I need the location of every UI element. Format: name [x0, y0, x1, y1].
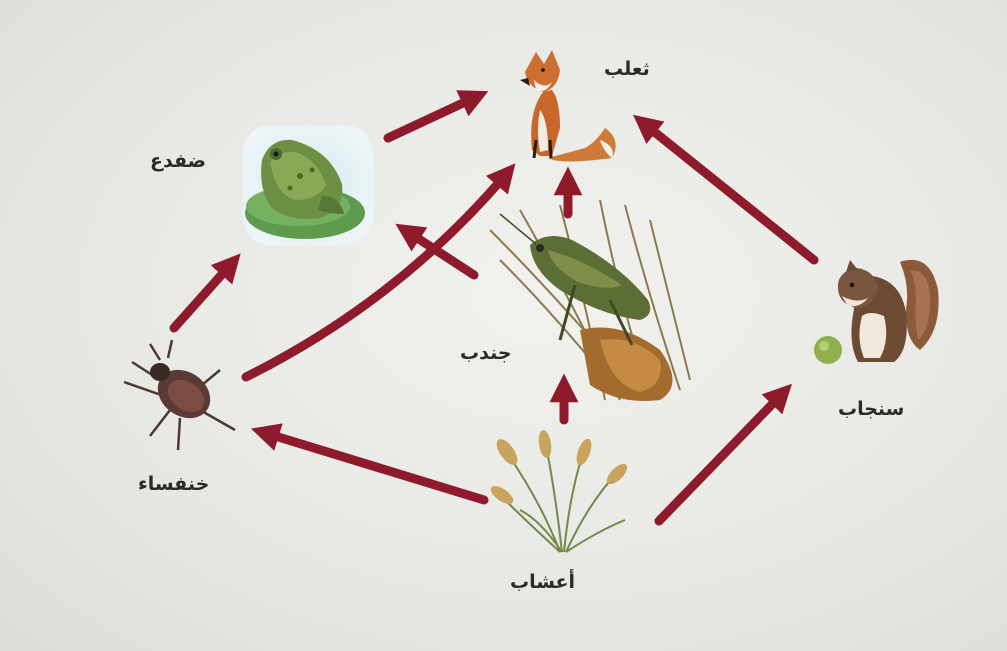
- arrow-grass-to-beetle: [262, 432, 484, 500]
- grasshopper-icon: [490, 200, 690, 401]
- squirrel-icon: [814, 260, 939, 364]
- grasshopper-label: جندب: [460, 342, 512, 364]
- grass-label: أعشاب: [510, 571, 575, 593]
- beetle-icon: [124, 340, 235, 450]
- frog-label: ضفدع: [150, 150, 206, 172]
- beetle-label: خنفساء: [138, 473, 209, 495]
- frog-icon: [243, 125, 373, 245]
- fox-icon: [520, 50, 616, 162]
- arrow-grass-to-squirrel: [659, 392, 784, 521]
- arrow-squirrel-to-fox: [642, 122, 814, 260]
- grass-icon: [488, 429, 631, 552]
- arrow-frog-to-fox: [388, 96, 478, 138]
- squirrel-label: سنجاب: [838, 398, 904, 420]
- arrow-beetle-to-frog: [174, 262, 233, 328]
- fox-label: ثعلب: [604, 58, 650, 80]
